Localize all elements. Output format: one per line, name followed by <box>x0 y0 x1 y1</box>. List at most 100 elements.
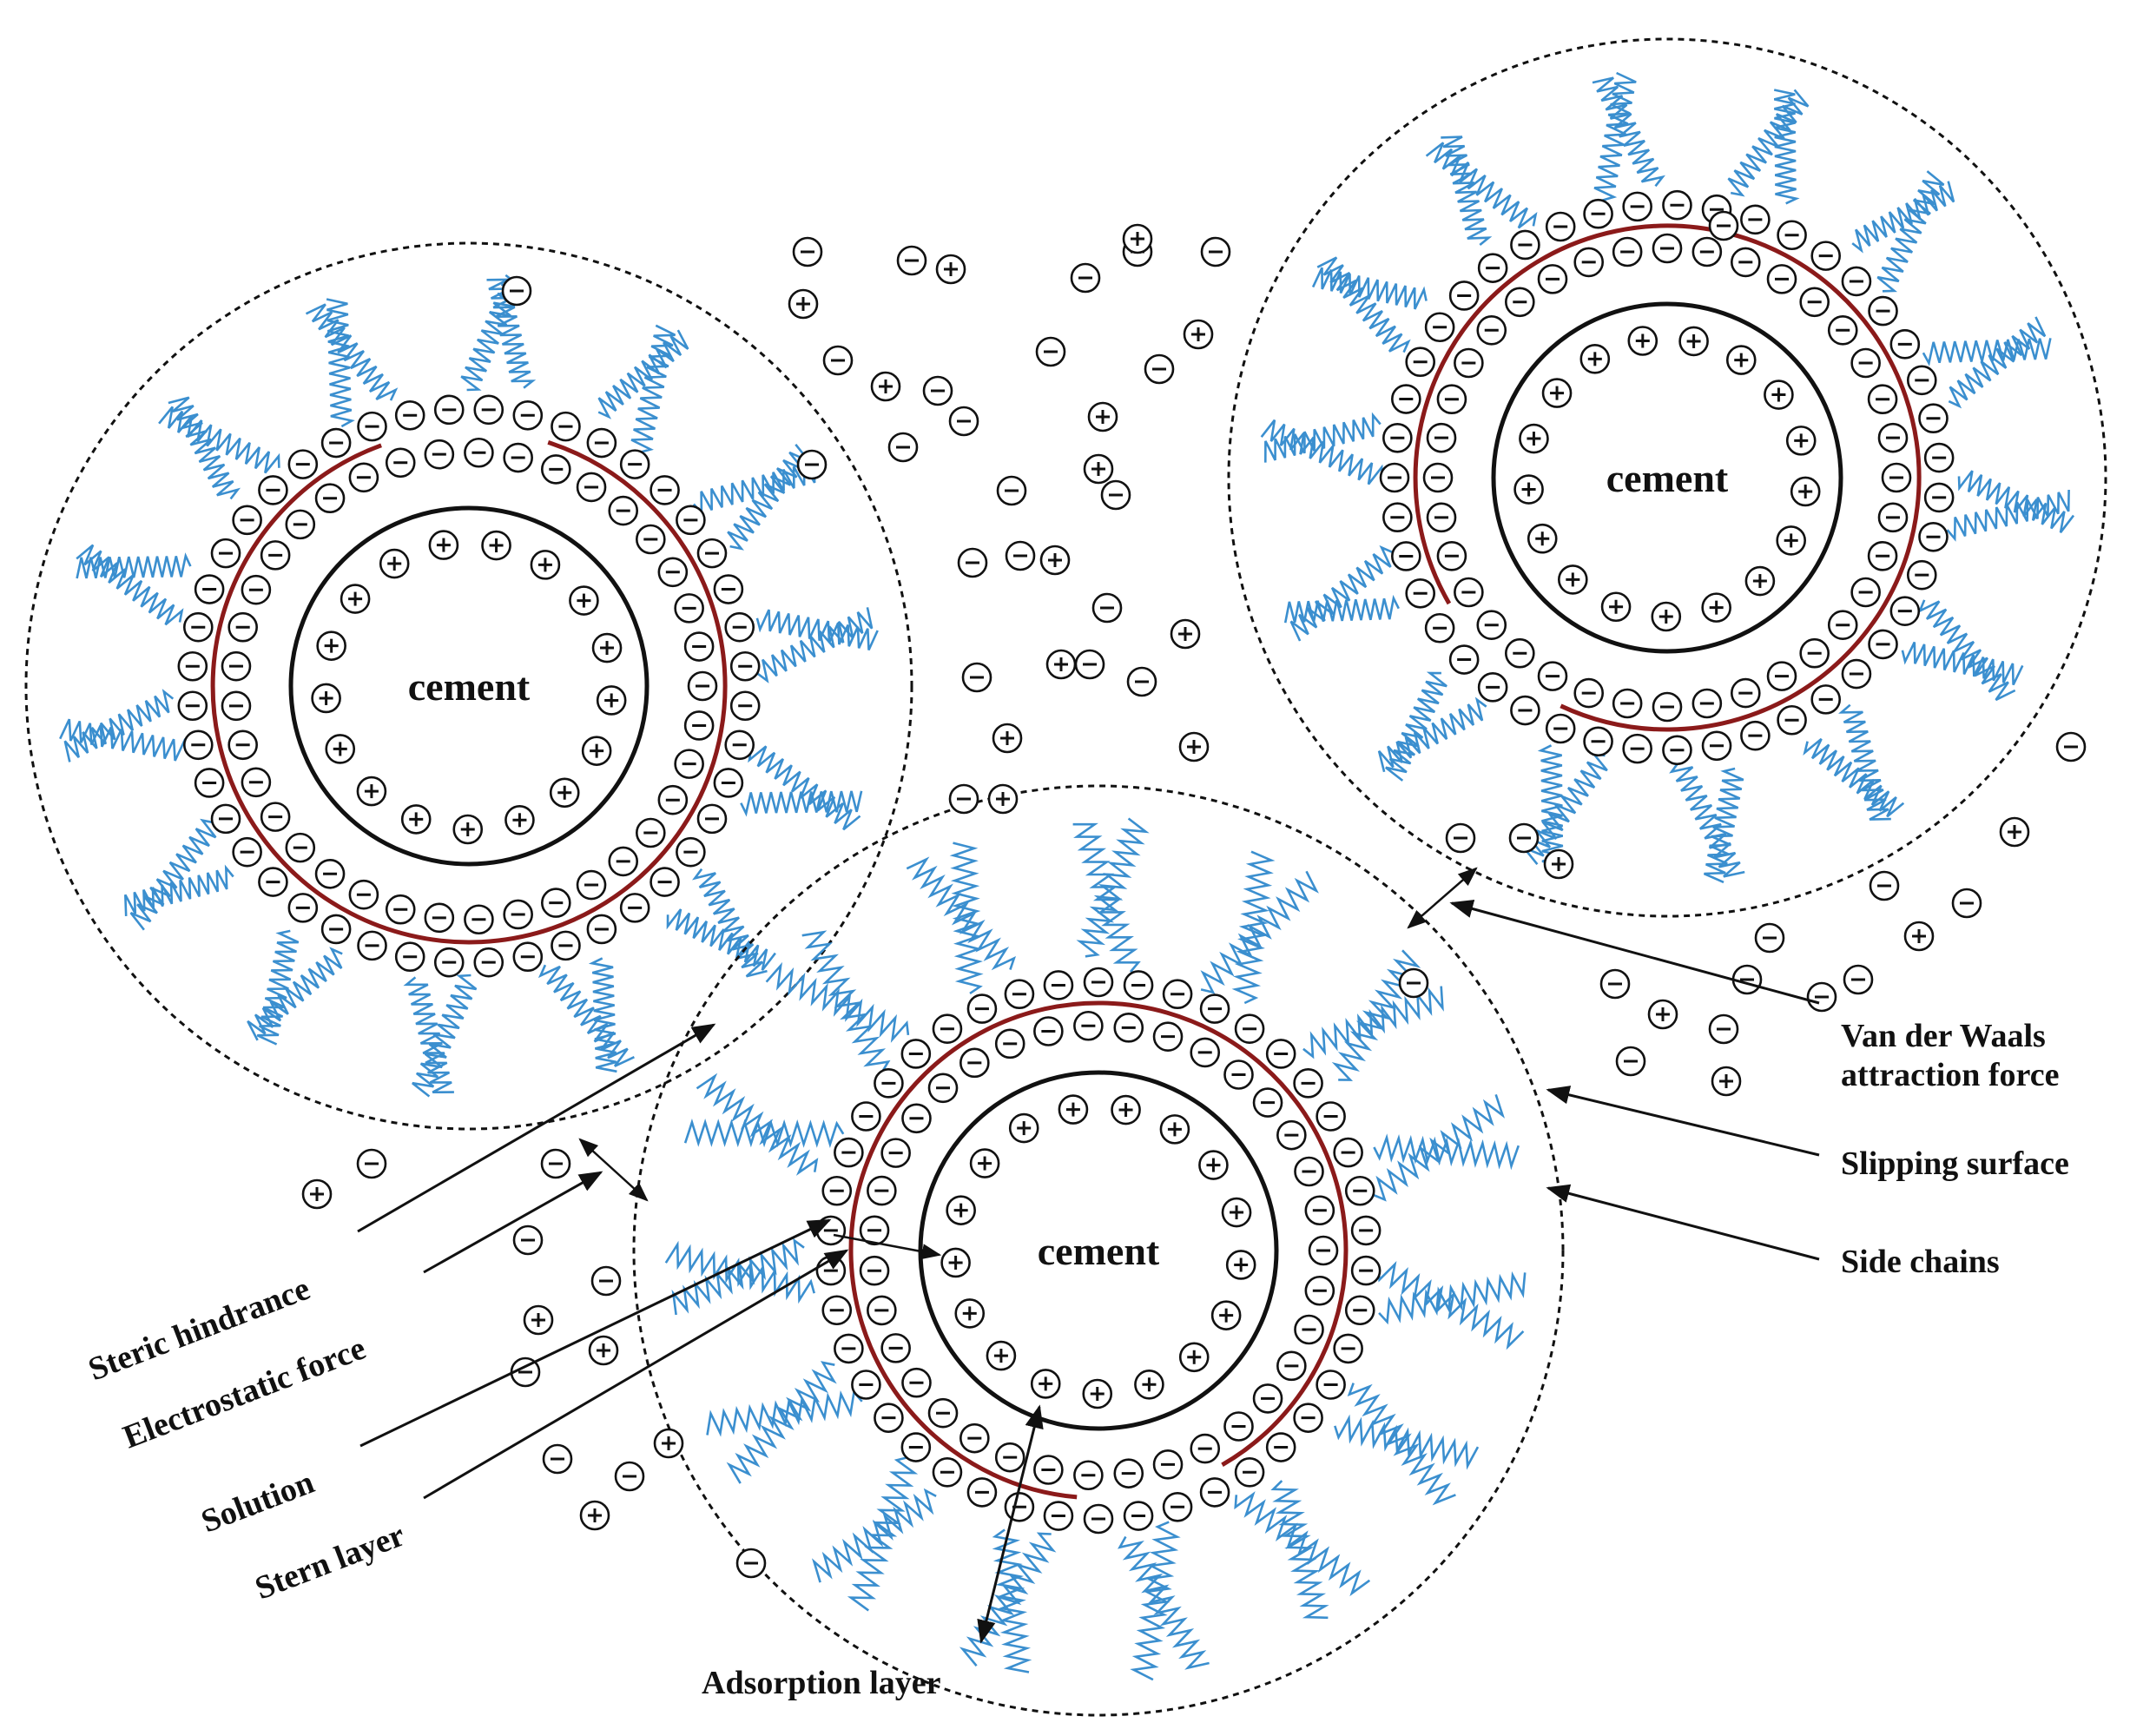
negative-ion <box>687 670 718 702</box>
positive-ion <box>1008 1112 1039 1144</box>
negative-ion <box>285 832 316 863</box>
side-chain <box>801 930 891 1073</box>
negative-ion <box>1537 264 1568 294</box>
stern-ring <box>848 1000 1349 1500</box>
side-chain <box>692 868 768 978</box>
negative-ion <box>1868 295 1898 327</box>
negative-ion <box>258 475 288 505</box>
negative-ion <box>232 505 262 536</box>
negative-ion <box>1073 1460 1104 1491</box>
side-chains <box>59 274 879 1098</box>
negative-ion <box>1766 264 1797 294</box>
van-der-waals-pointer <box>1449 899 1820 1005</box>
positive-ion <box>1225 1250 1256 1280</box>
solution-negative-ion <box>1091 592 1123 624</box>
solution-negative-ion <box>1200 236 1231 267</box>
negative-ion <box>314 483 346 514</box>
negative-ion <box>1294 1314 1324 1345</box>
negative-ion <box>1881 462 1912 493</box>
negative-ion <box>1877 422 1909 453</box>
negative-ion <box>464 437 494 468</box>
negative-ion <box>729 650 761 682</box>
side-chain <box>1957 470 2075 533</box>
side-chain <box>706 1389 863 1437</box>
solution-negative-ion <box>1445 822 1476 854</box>
negative-ion <box>1505 637 1535 669</box>
solution-positive-ion <box>788 288 819 320</box>
negative-ion <box>1162 979 1193 1010</box>
positive-ion <box>581 736 612 766</box>
negative-ion <box>232 836 262 868</box>
stern-layer-pointer <box>423 1249 849 1500</box>
negative-ion <box>1391 384 1421 414</box>
positive-ion <box>1651 601 1682 632</box>
solution-negative-ion <box>948 406 979 437</box>
positive-ion <box>1198 1150 1229 1180</box>
solution-positive-ion <box>1999 816 2030 848</box>
solution-negative-ion <box>1398 967 1429 999</box>
solution-negative-ion <box>796 449 828 480</box>
positive-ion <box>1030 1369 1061 1399</box>
negative-ion <box>859 1255 890 1286</box>
side-chain <box>1773 89 1800 205</box>
solution-negative-ion <box>957 547 988 578</box>
negative-ion <box>901 1103 932 1134</box>
negative-ion <box>1918 521 1949 552</box>
side-chains-label: Side chains <box>1841 1244 2000 1280</box>
negative-ion <box>994 1442 1025 1473</box>
negative-ion <box>1350 1215 1382 1246</box>
side-chain <box>1283 594 1400 624</box>
solution-negative-ion <box>1708 210 1739 241</box>
negative-ion <box>1234 1013 1265 1044</box>
negative-ion <box>357 930 387 961</box>
positive-ion <box>379 548 410 579</box>
negative-ion <box>433 394 465 426</box>
negative-ion <box>540 888 571 918</box>
side-chain <box>847 1455 919 1612</box>
negative-ion <box>1889 329 1921 360</box>
side-chain <box>1522 752 1608 866</box>
solution-positive-ion <box>1647 999 1678 1030</box>
solution-negative-ion <box>922 375 953 406</box>
side-chain <box>1373 1133 1520 1171</box>
side-chain <box>1072 822 1141 973</box>
negative-ion <box>635 524 666 555</box>
negative-ion <box>512 399 544 431</box>
solution-positive-ion <box>1039 545 1071 576</box>
adsorption-layer-arrow <box>977 1404 1044 1644</box>
negative-ion <box>551 930 581 961</box>
positive-ion <box>1527 523 1558 554</box>
negative-ion <box>851 1101 881 1132</box>
negative-ion <box>1827 610 1858 640</box>
side-chain <box>1289 545 1393 642</box>
negative-ion <box>1316 1370 1346 1400</box>
side-chain <box>412 974 478 1098</box>
positive-ion <box>596 685 627 716</box>
side-chain <box>1270 1480 1329 1620</box>
negative-ion <box>657 784 689 815</box>
negative-ion <box>874 1068 904 1099</box>
side-chain <box>692 461 816 516</box>
negative-ion <box>608 846 639 877</box>
negative-ion <box>1652 233 1683 264</box>
side-chain <box>748 745 861 831</box>
negative-ion <box>1545 713 1576 744</box>
negative-ion <box>1426 502 1457 533</box>
positive-ion <box>1541 378 1573 408</box>
negative-ion <box>966 993 998 1024</box>
stern-thickness-arrow <box>833 1233 942 1260</box>
negative-ion <box>221 690 252 722</box>
side-chain <box>1922 338 2052 366</box>
outer-boundary <box>632 784 1565 1717</box>
adsorption-layer-label: Adsorption layer <box>702 1665 941 1701</box>
negative-ion <box>1810 241 1842 271</box>
negative-ion <box>1868 629 1898 660</box>
negative-ion <box>1573 247 1605 278</box>
negative-ion <box>285 509 316 540</box>
outer-boundary <box>24 241 913 1131</box>
negative-ion <box>1391 541 1421 571</box>
negative-ion <box>512 941 544 973</box>
negative-ion <box>932 1457 963 1488</box>
negative-ion <box>1799 287 1830 318</box>
